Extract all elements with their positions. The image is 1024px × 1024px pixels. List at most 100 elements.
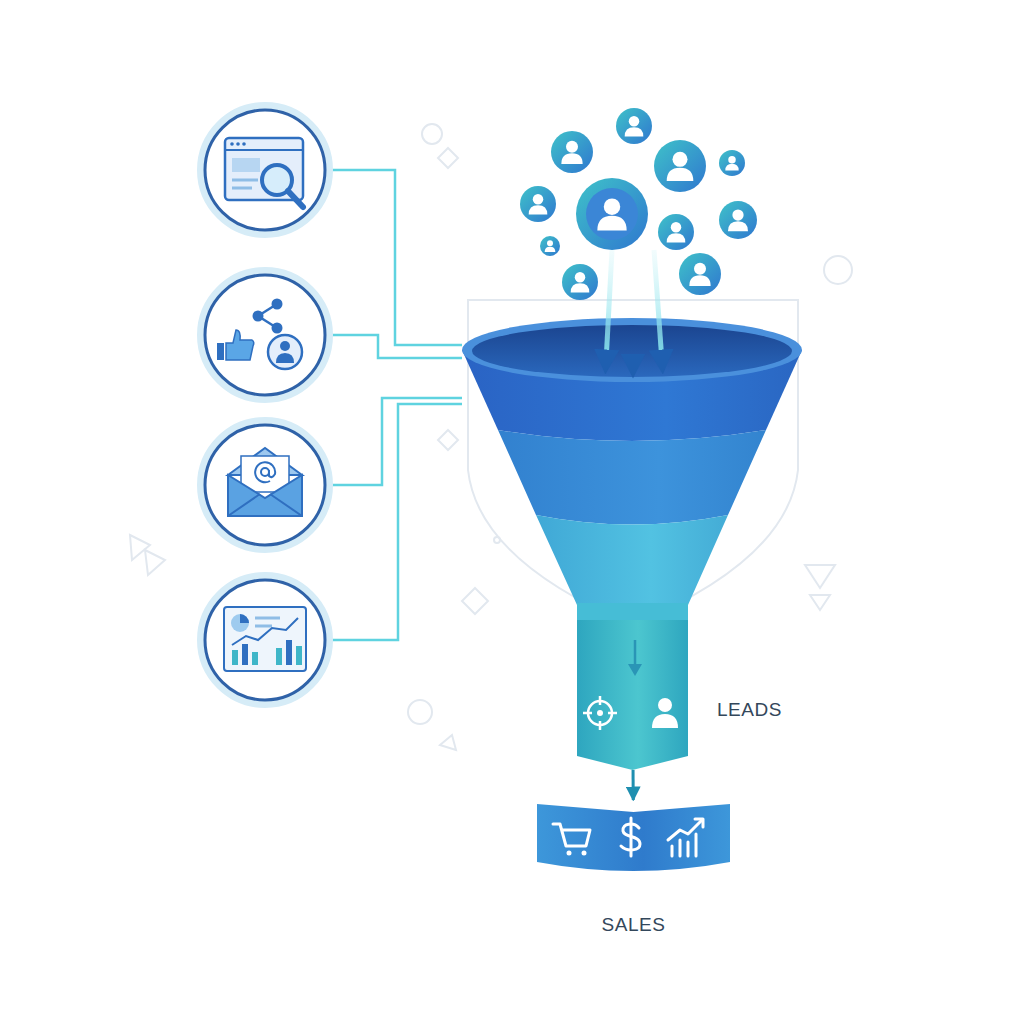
flow-arrow-head [628,664,642,676]
person-body [652,714,678,728]
person-icon [561,141,582,164]
content-line [232,187,252,190]
person-bubble [551,131,593,173]
deco-triangle [145,550,165,575]
cart-icon [553,824,590,846]
flow-arrow-shaft [634,640,637,668]
bar [252,652,258,665]
wire [327,404,462,640]
bar [286,640,292,665]
bar [242,644,248,665]
analytics-icon [224,607,306,671]
deco-triangle [810,595,830,610]
channel-circle [205,425,325,545]
circle-glow [201,106,329,234]
dash-line [255,625,272,628]
person-head [658,698,672,712]
funnel-band: LEADS [577,620,688,770]
share-dot [272,323,283,334]
wire [327,170,462,345]
person-bubble [654,140,706,192]
person-icon [689,263,710,286]
circle-glow [201,421,329,549]
email-icon [228,448,302,516]
inflow-arrow [631,250,636,366]
thumbs-up [226,330,254,360]
audience-bubbles [520,108,757,300]
bar [232,650,238,665]
wire [327,335,462,358]
node-label: LEADS [717,699,837,721]
cart-wheel [582,851,587,856]
person-bubble [658,214,694,250]
social-icon [217,299,302,370]
leads-icons [583,640,678,730]
flow-connector [632,770,635,800]
person-icon [728,209,748,231]
funnel-neck [577,603,688,620]
thumb-cuff [217,343,224,360]
person-icon [725,156,738,171]
inflow-arrow [654,250,662,362]
trend-line [232,618,298,645]
node-shape [577,620,688,770]
deco-diamond [438,430,458,450]
person-badge [268,335,302,369]
dash-line [255,617,280,620]
deco-triangle [805,565,835,588]
target-center [597,710,603,716]
person-icon [667,152,694,181]
inflow-arrow [606,250,612,362]
node-outline [577,620,688,770]
person-body [276,353,294,363]
content-line [232,179,258,182]
inflow-arrows [606,250,662,366]
browser-dot [242,142,246,146]
sales-base: SALES [537,800,730,872]
funnel-band [498,430,766,525]
node-shape [537,804,730,871]
growth-line [668,820,702,840]
person-bubble [520,186,556,222]
share-dot [253,311,264,322]
deco-diamond [462,588,488,614]
channel-circle [205,275,325,395]
person-icon [571,272,590,292]
magnifier-handle [288,191,303,207]
target-icon [588,701,612,725]
person-icon [545,240,556,252]
person-bubble [719,201,757,239]
deco-triangle [130,535,150,560]
target-cross [583,696,617,730]
search-icon [225,138,303,207]
bar [296,646,302,665]
envelope-front [228,475,302,516]
funnel-band [536,515,728,611]
deco-dot [494,537,500,543]
person-bubble-core [586,188,638,240]
channel-wires [327,170,462,640]
channel-circle [205,580,325,700]
cart-wheel [567,851,572,856]
pie-chart [231,614,249,632]
pie-slice [240,614,249,623]
sales-icons [553,818,703,856]
person-head [280,341,290,351]
channel-circles [201,106,329,704]
wire-nubs [323,165,331,645]
envelope-fold [228,494,302,516]
circle-glow [201,271,329,399]
dollar-stroke [630,818,633,856]
person-icon [667,222,686,242]
deco-diamond [438,148,458,168]
deco-circle [422,124,442,144]
person-bubble [576,178,648,250]
person-icon [529,194,548,214]
browser-dot [230,142,234,146]
person-bubble [616,108,652,144]
